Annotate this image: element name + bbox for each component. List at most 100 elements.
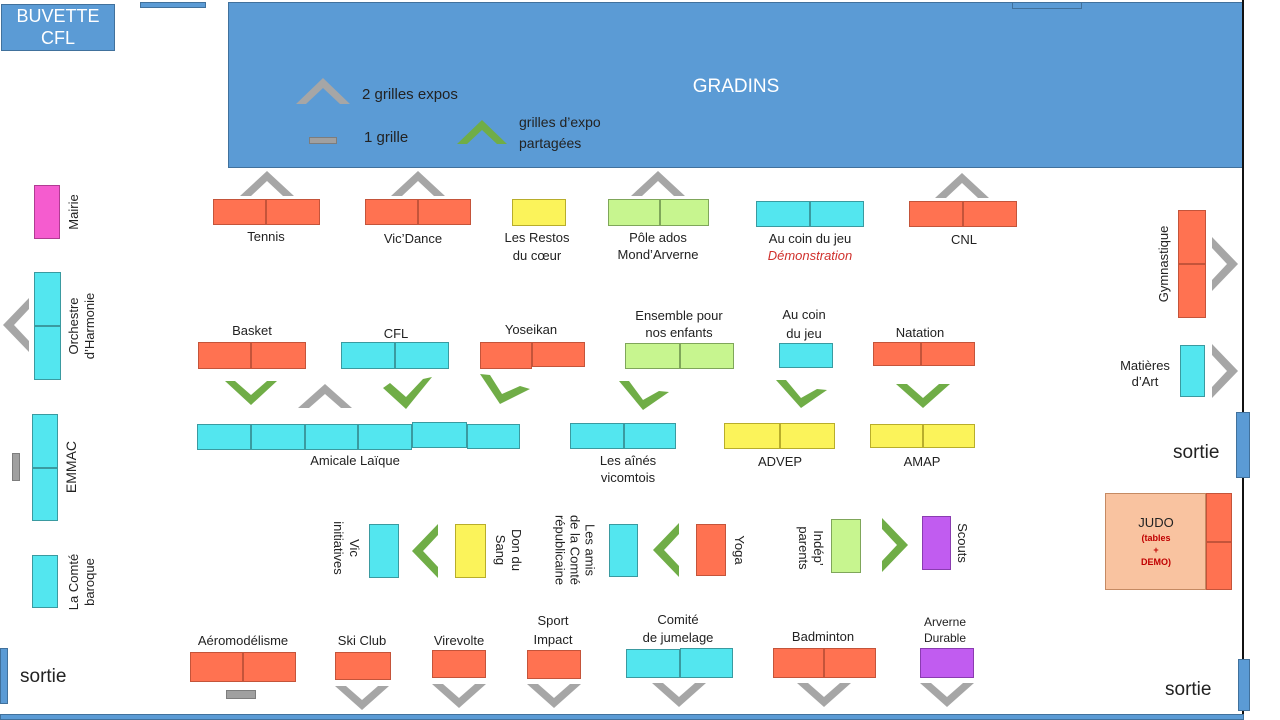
jumelage-grid-icon [652, 683, 706, 707]
restos-table [512, 199, 566, 226]
natation-shared-grid-icon [896, 384, 950, 408]
coin-jeu-shared-grid-icon [776, 380, 827, 408]
amap-table [870, 424, 923, 448]
amicale-table [197, 424, 251, 450]
pole-ados-label: Pôle ados Mond’Arverne [617, 230, 699, 262]
yoseikan-label: Yoseikan [504, 322, 558, 337]
buvette-label: BUVETTE CFL [16, 6, 100, 48]
demonstration-label: Démonstration [767, 248, 853, 263]
exit-right-bottom-door [1238, 659, 1250, 711]
exit-right-mid-label: sortie [1173, 442, 1220, 463]
cfl-table [341, 342, 395, 369]
coin-jeu-top-table [756, 201, 810, 227]
aeromodelisme-label: Aéromodélisme [197, 633, 289, 648]
right-wall [1242, 0, 1244, 720]
jumelage-table [626, 649, 680, 678]
cnl-table-2 [963, 201, 1017, 227]
amis-comte-table [609, 524, 638, 577]
vicdance-label: Vic’Dance [383, 231, 443, 246]
matieres-art-grid-icon [1212, 344, 1238, 398]
amicale-table-6 [467, 424, 520, 449]
gradins-area: GRADINS [228, 2, 1244, 168]
emmac-table [32, 414, 58, 468]
advep-table-2 [780, 423, 835, 449]
orchestre-table [34, 272, 61, 326]
basket-table-2 [251, 342, 306, 369]
orchestre-label: Orchestre d’Harmonie [66, 292, 97, 360]
aeromodelisme-table [190, 652, 243, 682]
amicale-table-2 [251, 424, 305, 450]
pole-ados-grid-icon [631, 171, 685, 196]
legend-one-grid-icon [309, 137, 337, 144]
sport-impact-grid-icon [527, 684, 581, 708]
virevolte-grid-icon [432, 684, 486, 708]
natation-label: Natation [895, 325, 945, 340]
ensemble-table-2 [680, 343, 734, 369]
yoseikan-table-2 [532, 342, 585, 367]
cnl-grid-icon [935, 173, 989, 198]
vic-initiatives-table [369, 524, 399, 578]
amis-comte-label: Les amis de la Comté républicaine [552, 514, 598, 586]
legend-shared-grids-icon [457, 120, 507, 144]
aeromodelisme-grid-icon [226, 690, 256, 699]
ski-club-table [335, 652, 391, 680]
pole-ados-table [608, 199, 660, 226]
tennis-label: Tennis [247, 229, 285, 244]
badminton-grid-icon [797, 683, 851, 707]
cfl-label: CFL [383, 326, 409, 341]
yoseikan-shared-grid-icon [480, 374, 530, 404]
exit-left-bottom-label: sortie [20, 666, 67, 687]
aeromodelisme-table-2 [243, 652, 296, 682]
amicale-table-3 [305, 424, 358, 450]
coin-jeu-top-table-2 [810, 201, 864, 227]
cnl-label: CNL [950, 232, 978, 247]
amicale-grid-icon [298, 384, 352, 408]
don-sang-table [455, 524, 486, 578]
vic-shared-grid-icon [412, 524, 438, 578]
vicdance-table-2 [418, 199, 471, 225]
emmac-grid-icon [12, 453, 20, 481]
amicale-table-4 [358, 424, 412, 450]
legend-shared-grids-label: grilles d’expo partagées [519, 114, 601, 151]
buvette-cfl-area: BUVETTE CFL [1, 4, 115, 51]
exit-right-mid-door [1236, 412, 1250, 478]
natation-table-2 [921, 342, 975, 366]
judo-table-2 [1206, 542, 1232, 590]
judo-table [1206, 493, 1232, 542]
legend-two-grids-icon [296, 78, 350, 104]
indep-parents-table [831, 519, 861, 573]
yoga-label: Yoga [732, 535, 747, 565]
ski-club-label: Ski Club [337, 633, 387, 648]
basket-label: Basket [232, 323, 272, 338]
gymnastique-table [1178, 210, 1206, 264]
pole-ados-table-2 [660, 199, 709, 226]
basket-shared-grid-icon [225, 381, 277, 405]
coin-jeu-top-label: Au coin du jeu [768, 231, 852, 246]
basket-table [198, 342, 251, 369]
bottom-wall [0, 714, 1244, 720]
scouts-label: Scouts [955, 523, 970, 563]
aines-table-2 [624, 423, 676, 449]
amicale-table-5 [412, 422, 467, 448]
exit-left-bottom-door [0, 648, 8, 704]
judo-label: JUDO [1138, 515, 1174, 530]
ensemble-table [625, 343, 680, 369]
jumelage-label: Comité de jumelage [642, 612, 714, 645]
don-sang-label: Don du Sang [493, 529, 524, 571]
arverne-durable-table [920, 648, 974, 678]
comte-baroque-table [32, 555, 58, 608]
aines-table [570, 423, 624, 449]
yoga-table [696, 524, 726, 576]
badminton-table [773, 648, 824, 678]
yoga-shared-grid-icon [653, 523, 679, 577]
vic-initiatives-label: Vic initiatives [331, 521, 362, 575]
cnl-table [909, 201, 963, 227]
amap-table-2 [923, 424, 975, 448]
natation-table [873, 342, 921, 366]
aines-label: Les aînés vicomtois [599, 453, 657, 485]
ski-club-grid-icon [335, 686, 389, 710]
vicdance-table [365, 199, 418, 225]
ensemble-label: Ensemble pour nos enfants [635, 308, 723, 340]
jumelage-table-2 [680, 648, 733, 678]
mairie-label: Mairie [66, 194, 81, 230]
